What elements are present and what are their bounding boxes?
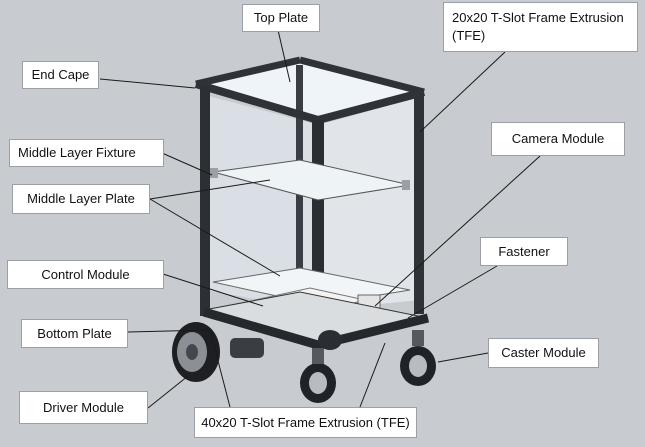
leader-bottom-plate <box>127 329 211 333</box>
leader-end-cape <box>99 78 196 89</box>
leader-middle-plate-1 <box>149 179 271 200</box>
label-40x20-tslot: 40x20 T-Slot Frame Extrusion (TFE) <box>194 407 417 438</box>
front-left-post <box>200 86 210 316</box>
caster-back <box>318 330 342 350</box>
driver-wheel <box>172 322 220 382</box>
label-driver-module: Driver Module <box>19 391 148 424</box>
leader-top-plate <box>277 29 291 83</box>
top-frame-left <box>195 56 301 88</box>
label-fastener: Fastener <box>480 237 568 266</box>
label-20x20-tslot: 20x20 T-Slot Frame Extrusion (TFE) <box>443 2 638 52</box>
leader-lines <box>99 29 541 409</box>
label-bottom-plate: Bottom Plate <box>21 319 128 348</box>
leader-camera <box>374 155 541 307</box>
bottom-frame-front <box>202 307 430 350</box>
leader-middle-fixture <box>161 152 213 176</box>
leader-control <box>162 273 264 307</box>
left-panel-glass <box>205 95 318 310</box>
middle-fixture-left <box>210 168 218 178</box>
leader-driver <box>147 375 189 409</box>
top-frame-right <box>316 88 426 124</box>
leader-40x20-b <box>209 329 231 408</box>
right-panel-glass <box>318 97 420 310</box>
right-post <box>414 94 424 314</box>
leader-fastener <box>407 265 498 319</box>
middle-fixture-right <box>402 180 410 190</box>
label-caster-module: Caster Module <box>488 338 599 368</box>
leader-20x20 <box>419 51 506 133</box>
leader-middle-plate-2 <box>149 198 281 277</box>
leader-40x20-a <box>359 342 386 408</box>
leader-caster <box>437 352 489 363</box>
driver-motor <box>230 338 264 358</box>
caster-right <box>400 330 436 386</box>
caster-front <box>300 348 336 403</box>
label-top-plate: Top Plate <box>242 4 320 32</box>
label-end-cape: End Cape <box>22 61 99 89</box>
label-control-module: Control Module <box>7 260 164 289</box>
top-frame-back <box>299 56 425 96</box>
label-camera-module: Camera Module <box>491 122 625 156</box>
label-middle-layer-fixture: Middle Layer Fixture <box>9 139 164 167</box>
top-frame-front <box>194 80 320 124</box>
label-middle-layer-plate: Middle Layer Plate <box>12 184 150 214</box>
